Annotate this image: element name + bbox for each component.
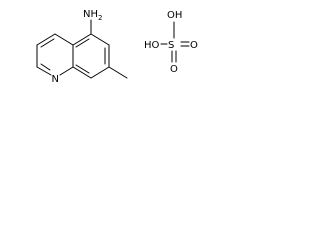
oxygen-right-label: O	[190, 40, 198, 51]
quinoline-structure: NH2 N	[36, 9, 128, 85]
hydroxyl-top-label: OH	[167, 10, 182, 21]
bond-c5-c6	[90, 33, 110, 46]
oxygen-bottom-label: O	[170, 64, 178, 75]
bond-c2-n1-double	[40, 63, 51, 71]
bond-c2-n1	[36, 66, 52, 76]
bond-c4-c3-double	[40, 38, 55, 48]
bond-c8-c8a	[72, 66, 92, 79]
bond-n1-c8a	[59, 66, 74, 76]
bond-c7-methyl	[108, 66, 128, 79]
bond-c4a-c5	[72, 33, 92, 46]
hydroxyl-left-label: HO	[144, 40, 160, 51]
bond-c4a-c5-double	[75, 38, 90, 48]
ring-nitrogen-label: N	[52, 74, 59, 85]
bond-c8-c8a-double	[75, 64, 90, 74]
amine-group-label: NH2	[83, 9, 102, 22]
sulfuric-acid-structure: HO S OH O O	[144, 10, 198, 75]
bond-c7-c8	[90, 66, 110, 79]
bond-c4-c3	[36, 33, 56, 46]
molecule-drawing: NH2 N HO S OH O O	[36, 9, 198, 85]
bond-c4a-c4	[54, 33, 74, 46]
sulfur-label: S	[168, 40, 174, 51]
